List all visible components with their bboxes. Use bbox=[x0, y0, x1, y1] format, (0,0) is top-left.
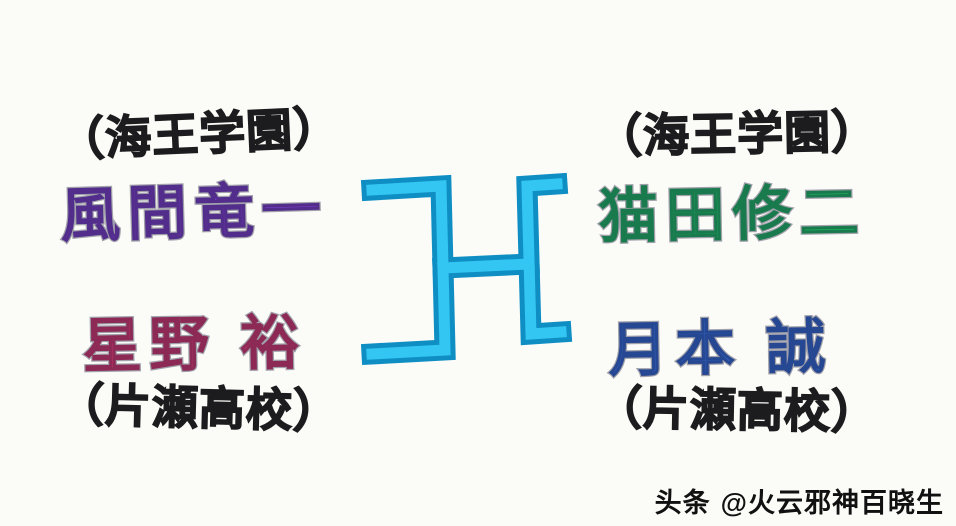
school-label-bottom-right: （片瀬高校） bbox=[595, 381, 879, 439]
school-label-bottom-left: （片瀬高校） bbox=[57, 378, 342, 439]
bracket-left-line bbox=[366, 180, 451, 360]
bracket-middle-line bbox=[437, 258, 535, 274]
bracket-middle-outline bbox=[432, 253, 540, 279]
player-name-top-left: 風間竜一 bbox=[58, 174, 330, 250]
watermark: 头条 @火云邪神百晓生 bbox=[655, 481, 944, 520]
player-name-top-right: 猫田修二 bbox=[596, 177, 868, 251]
watermark-brand: 头条 bbox=[654, 488, 711, 518]
school-label-top-left: （海王学園） bbox=[56, 101, 342, 167]
bracket-left-outline bbox=[360, 174, 456, 366]
bracket-right-outline bbox=[516, 172, 573, 346]
school-label-top-right: （海王学園） bbox=[595, 105, 879, 163]
bracket-right-line bbox=[521, 178, 567, 340]
watermark-handle: @火云邪神百晓生 bbox=[720, 488, 944, 518]
